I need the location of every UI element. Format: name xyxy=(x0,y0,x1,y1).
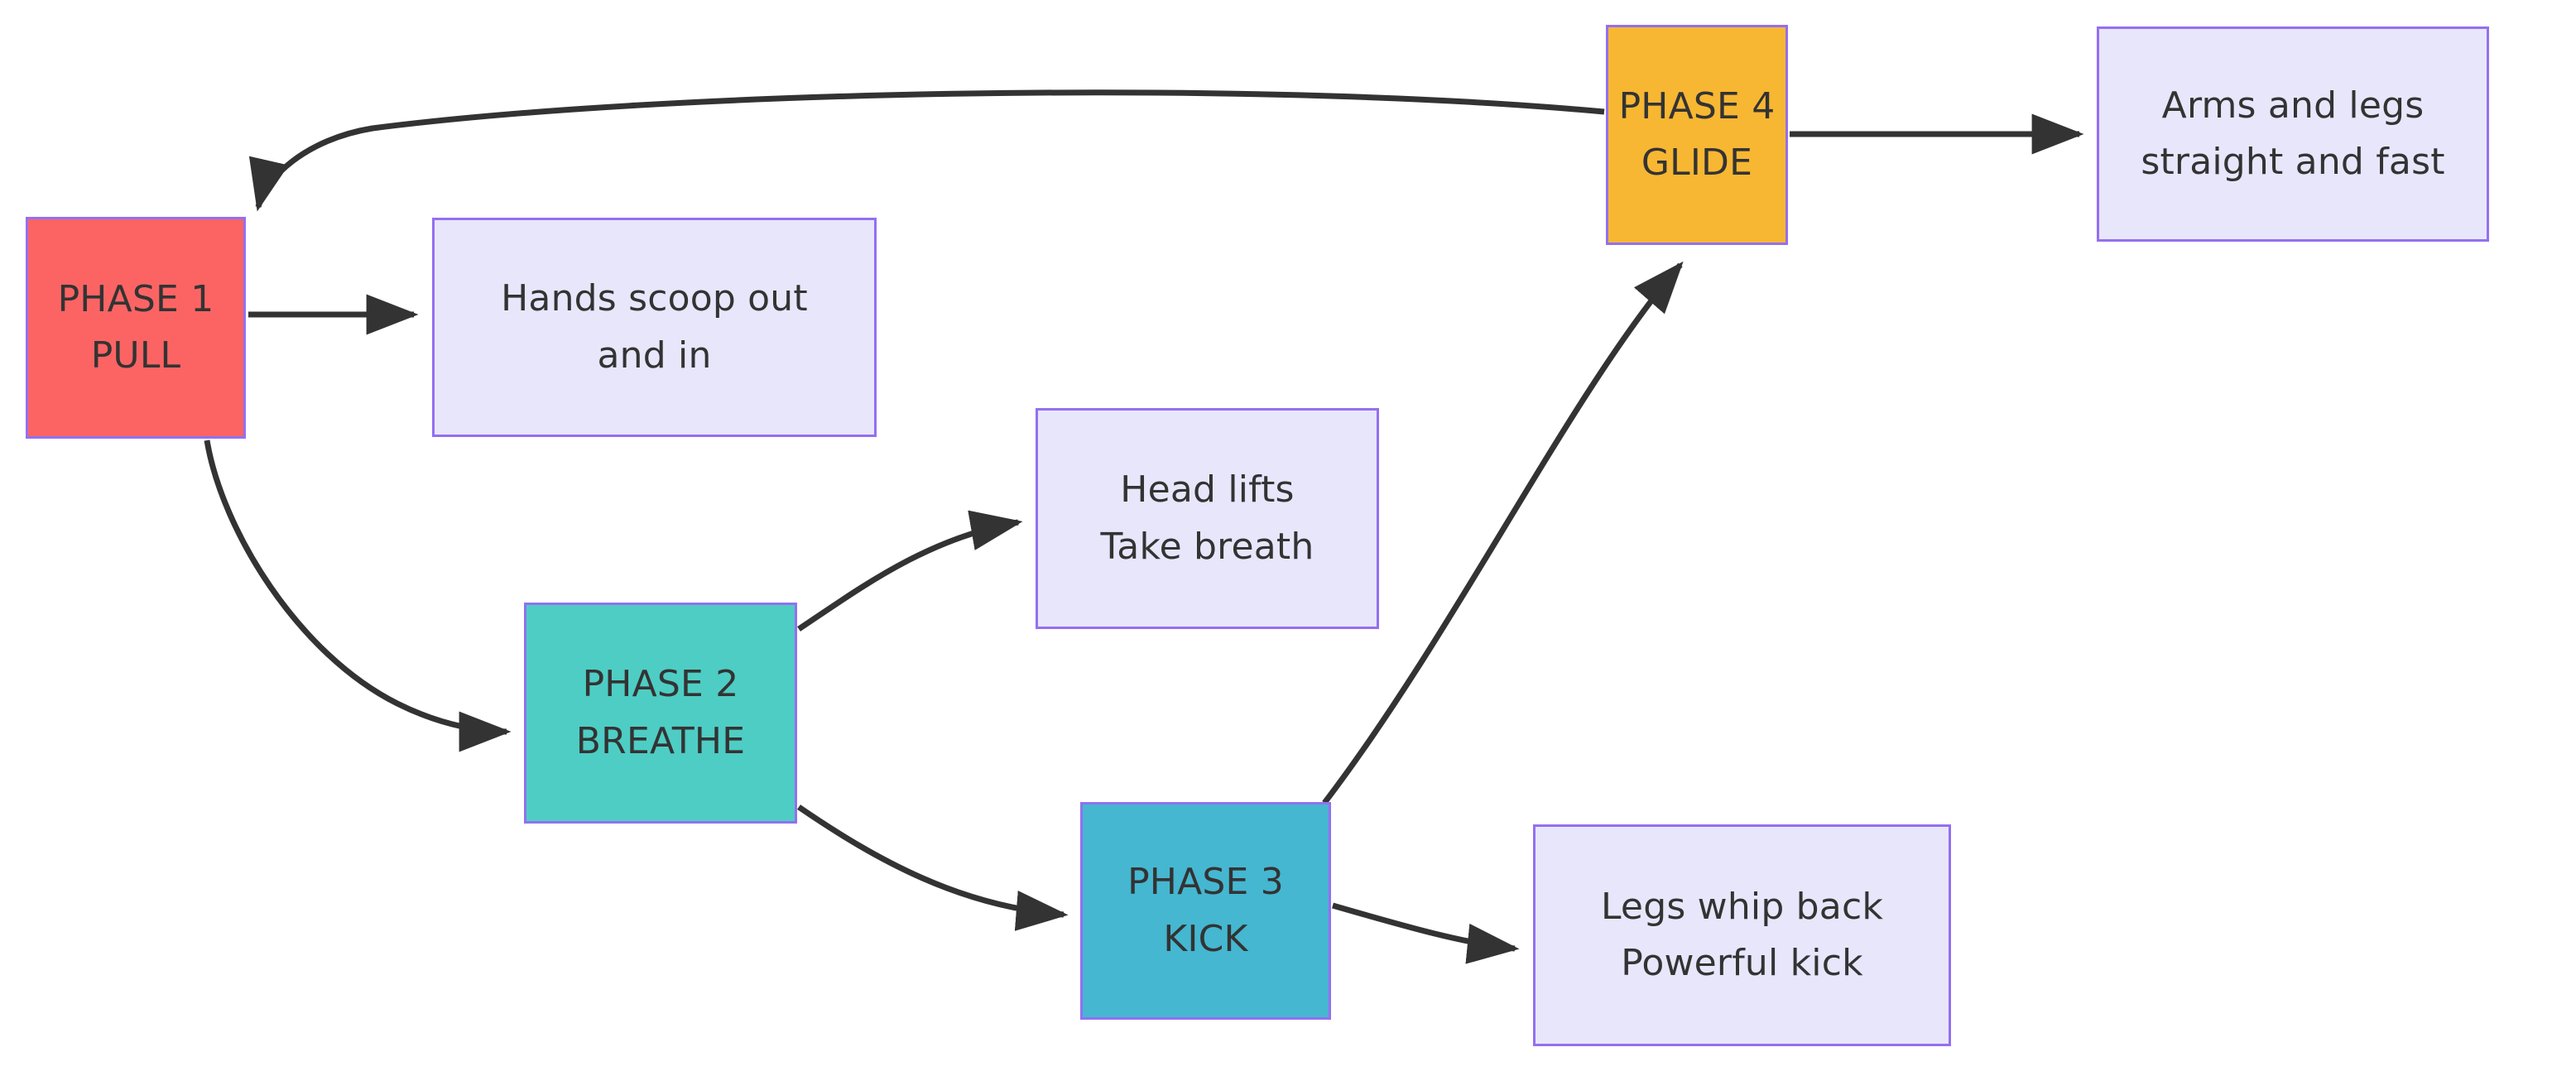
edge-phase2-to-detail2 xyxy=(797,510,1023,632)
phase-4-glide-line-1: PHASE 4 xyxy=(1618,84,1776,127)
detail-hands-scoop-line-2: and in xyxy=(597,334,712,377)
detail-hands-scoop-line-1: Hands scoop out xyxy=(501,277,808,320)
phase-2-breathe-line-1: PHASE 2 xyxy=(582,663,739,706)
detail-legs-whip-line-1: Legs whip back xyxy=(1600,885,1884,928)
phase-1-pull[interactable]: PHASE 1 PULL xyxy=(26,217,246,439)
detail-hands-scoop[interactable]: Hands scoop out and in xyxy=(432,218,877,437)
phase-2-breathe[interactable]: PHASE 2 BREATHE xyxy=(524,603,797,824)
edge-phase4-to-phase1 xyxy=(248,89,1605,212)
detail-head-lifts-line-2: Take breath xyxy=(1100,525,1314,568)
phase-2-breathe-line-2: BREATHE xyxy=(575,719,746,762)
phase-3-kick-line-1: PHASE 3 xyxy=(1127,861,1284,904)
detail-arms-legs-straight[interactable]: Arms and legs straight and fast xyxy=(2097,26,2489,242)
detail-legs-whip-line-2: Powerful kick xyxy=(1621,942,1863,984)
phase-3-kick-line-2: KICK xyxy=(1163,917,1248,960)
phase-3-kick[interactable]: PHASE 3 KICK xyxy=(1080,802,1331,1020)
phase-1-pull-line-2: PULL xyxy=(90,334,181,377)
edge-phase2-to-phase3 xyxy=(797,805,1069,931)
edge-phase3-to-phase4 xyxy=(1322,261,1684,805)
phase-4-glide[interactable]: PHASE 4 GLIDE xyxy=(1606,25,1788,245)
edge-phase3-to-detail3 xyxy=(1332,902,1520,964)
phase-1-pull-line-1: PHASE 1 xyxy=(57,277,214,320)
detail-arms-legs-straight-line-2: straight and fast xyxy=(2141,141,2445,183)
edge-phase1-to-phase2 xyxy=(204,440,512,752)
detail-head-lifts-line-1: Head lifts xyxy=(1120,468,1295,512)
phase-4-glide-line-2: GLIDE xyxy=(1641,142,1753,184)
detail-arms-legs-straight-line-1: Arms and legs xyxy=(2161,84,2425,127)
